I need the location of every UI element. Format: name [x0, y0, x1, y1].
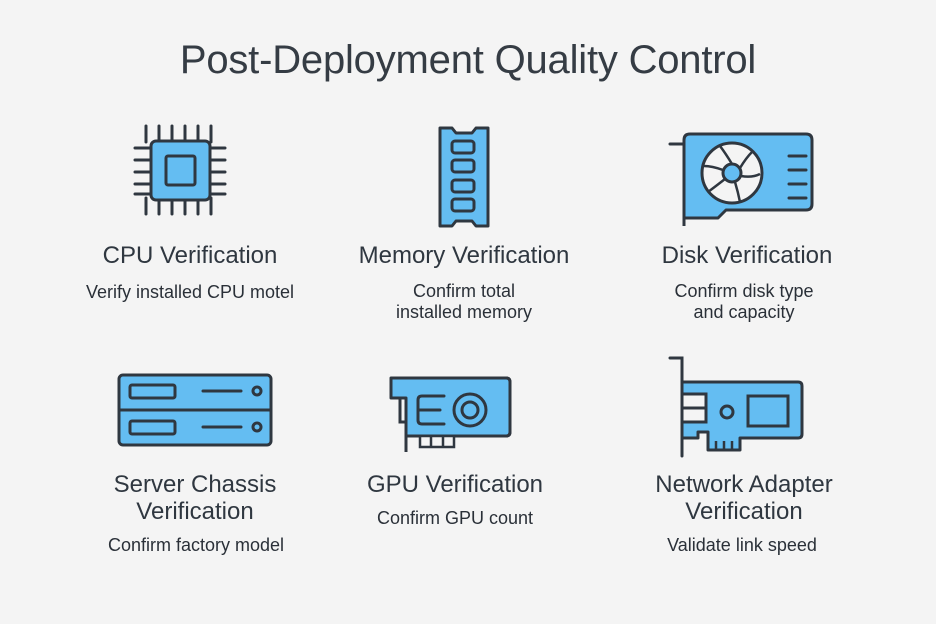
card-title: CPU Verification — [102, 242, 278, 269]
card-description: Confirm total installed memory — [395, 281, 533, 322]
card-title: GPU Verification — [366, 471, 544, 498]
card-title: Network Adapter Verification — [655, 471, 833, 525]
card-title: Disk Verification — [661, 242, 833, 269]
card-description: Validate link speed — [667, 535, 817, 555]
cpu-chip-icon — [133, 124, 227, 216]
disk-card-icon — [668, 132, 814, 226]
card-description: Confirm factory model — [107, 535, 285, 555]
card-title: Server Chassis Verification — [113, 471, 277, 525]
server-chassis-icon — [117, 373, 273, 447]
card-title: Memory Verification — [358, 242, 570, 269]
page-title: Post-Deployment Quality Control — [179, 38, 757, 82]
card-description: Confirm disk type and capacity — [674, 281, 814, 322]
card-description: Confirm GPU count — [376, 508, 534, 528]
memory-module-icon — [438, 126, 490, 228]
network-adapter-icon — [668, 356, 804, 458]
gpu-card-icon — [389, 376, 512, 452]
card-description: Verify installed CPU motel — [85, 282, 295, 302]
